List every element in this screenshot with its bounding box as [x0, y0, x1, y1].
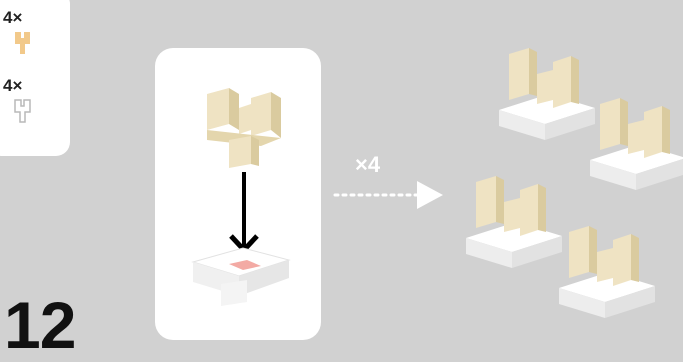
assembly-result [466, 176, 562, 268]
assembly-result [499, 48, 595, 140]
repeat-count-label: ×4 [355, 152, 381, 177]
cream-y-brick [207, 88, 281, 168]
assembly-result [559, 226, 655, 318]
white-base-brick [191, 247, 291, 306]
assembly-result [590, 98, 683, 190]
step-instruction-card [155, 48, 321, 340]
white-y-brick-icon [14, 99, 31, 123]
part-quantity: 4× [3, 8, 23, 27]
step-number: 12 [4, 288, 76, 362]
cream-y-brick-icon [15, 32, 30, 54]
part-quantity: 4× [3, 76, 23, 95]
repeat-arrow [333, 181, 443, 209]
parts-list-panel: 4× 4× [0, 0, 70, 156]
